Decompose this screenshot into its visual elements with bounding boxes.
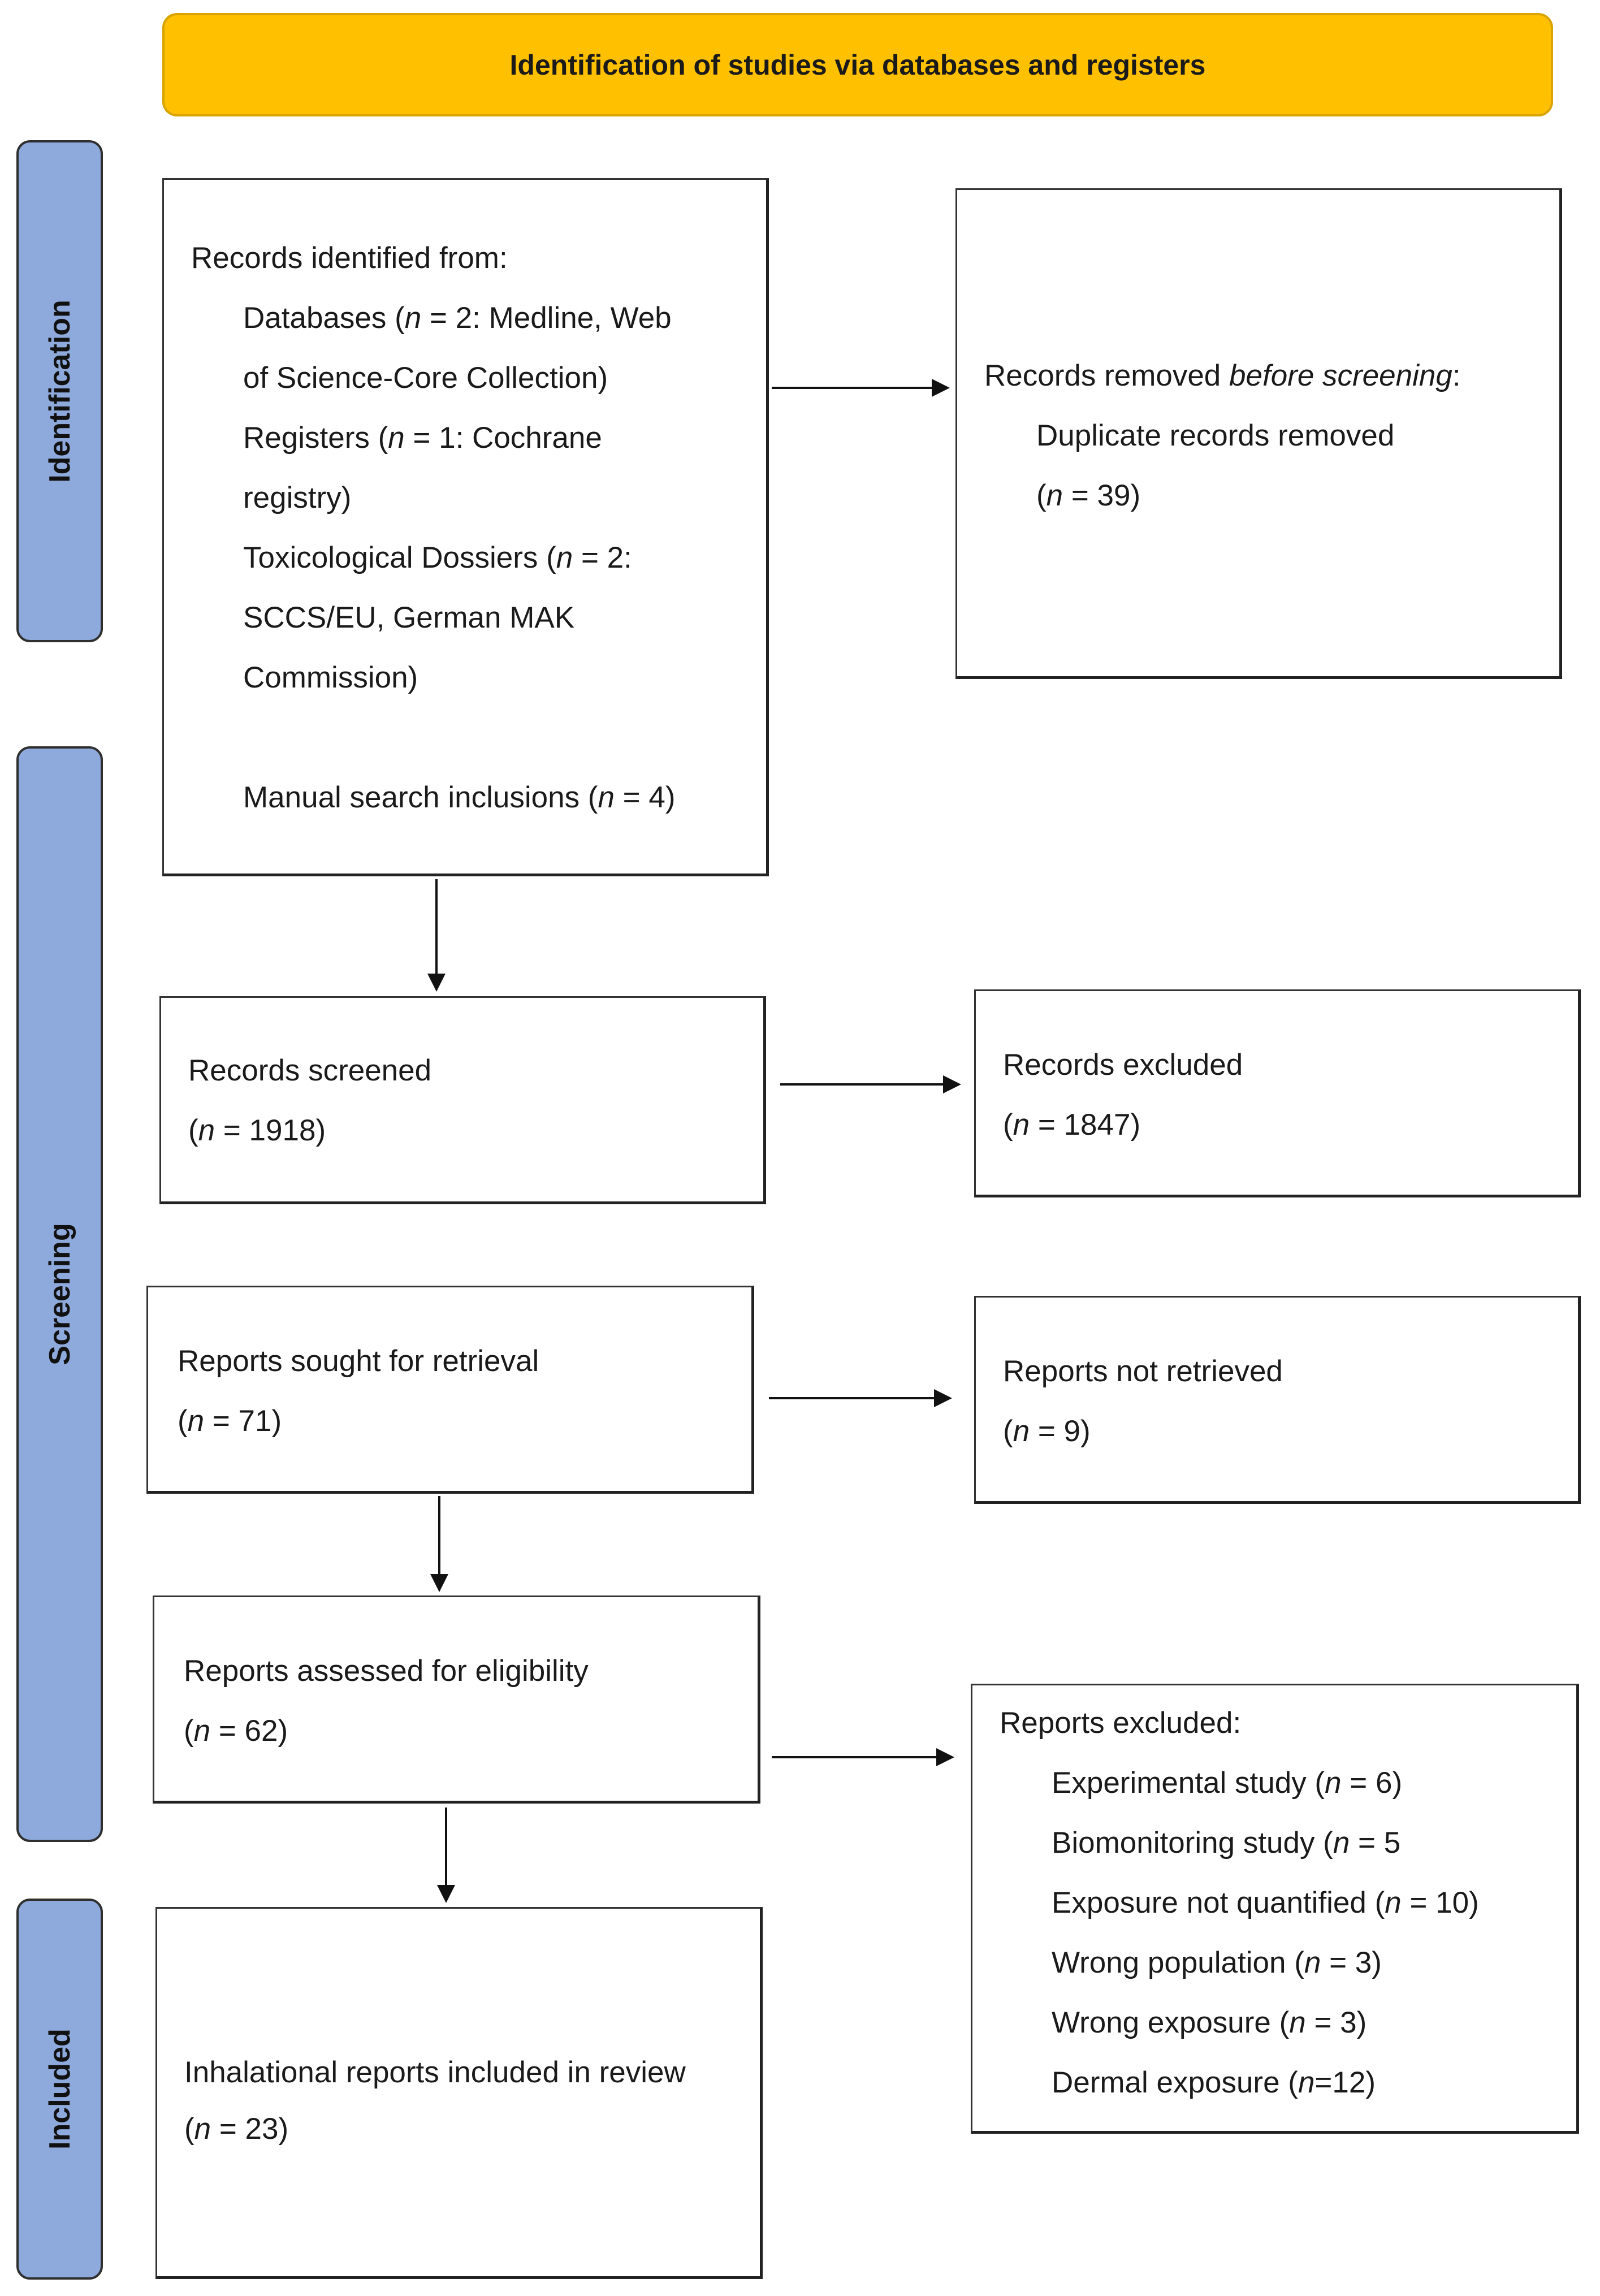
exclusion-reason: Wrong population (n = 3) [1052, 1946, 1382, 1979]
assessed-count: (n = 62) [184, 1714, 288, 1748]
identified-registers-cont: registry) [243, 481, 352, 514]
exclusion-reason: Wrong exposure (n = 3) [1052, 2006, 1367, 2039]
records-excluded-box: Records excluded (n = 1847) [974, 989, 1581, 1197]
removed-count: (n = 39) [1036, 479, 1141, 512]
reports-sought-box: Reports sought for retrieval (n = 71) [146, 1286, 754, 1494]
exclusion-reason: Dermal exposure (n=12) [1052, 2066, 1376, 2099]
reports-included-box: Inhalational reports included in review … [155, 1907, 763, 2279]
assessed-label: Reports assessed for eligibility [184, 1654, 589, 1688]
sought-label: Reports sought for retrieval [178, 1344, 539, 1378]
exclusion-reason: Biomonitoring study (n = 5 [1052, 1826, 1401, 1860]
included-count: (n = 23) [184, 2112, 289, 2146]
not-retrieved-label: Reports not retrieved [1003, 1355, 1283, 1388]
identified-manual: Manual search inclusions (n = 4) [243, 781, 676, 814]
excluded-label: Records excluded [1003, 1048, 1243, 1082]
included-label: Inhalational reports included in review [184, 2056, 686, 2089]
reports-excluded-heading: Reports excluded: [1000, 1706, 1242, 1740]
not-retrieved-count: (n = 9) [1003, 1415, 1091, 1448]
identified-databases-cont: of Science-Core Collection) [243, 361, 608, 395]
identified-registers: Registers (n = 1: Cochrane [243, 421, 602, 455]
identified-heading: Records identified from: [191, 241, 508, 275]
sought-count: (n = 71) [178, 1404, 282, 1438]
phase-identification: Identification [16, 140, 103, 642]
records-identified-box: Records identified from: Databases (n = … [162, 178, 769, 876]
exclusion-reason: Exposure not quantified (n = 10) [1052, 1886, 1479, 1919]
phase-screening: Screening [16, 746, 103, 1842]
removed-heading: Records removed before screening: [984, 359, 1461, 392]
reports-not-retrieved-box: Reports not retrieved (n = 9) [974, 1296, 1581, 1504]
identified-databases: Databases (n = 2: Medline, Web [243, 301, 672, 335]
excluded-count: (n = 1847) [1003, 1108, 1141, 1141]
screened-count: (n = 1918) [188, 1114, 326, 1147]
phase-included: Included [16, 1899, 103, 2280]
records-screened-box: Records screened (n = 1918) [159, 996, 766, 1204]
reports-assessed-box: Reports assessed for eligibility (n = 62… [153, 1595, 760, 1804]
header-title: Identification of studies via databases … [509, 49, 1206, 81]
removed-duplicates: Duplicate records removed [1036, 419, 1395, 452]
identified-dossiers-cont: SCCS/EU, German MAK [243, 601, 575, 634]
records-removed-box: Records removed before screening: Duplic… [955, 188, 1562, 679]
exclusion-reason: Experimental study (n = 6) [1052, 1766, 1403, 1800]
identified-dossiers: Toxicological Dossiers (n = 2: [243, 541, 632, 574]
screened-label: Records screened [188, 1054, 432, 1087]
identified-dossiers-cont2: Commission) [243, 661, 418, 694]
reports-excluded-box: Reports excluded: Experimental study (n … [971, 1684, 1579, 2134]
header-banner: Identification of studies via databases … [162, 13, 1553, 116]
